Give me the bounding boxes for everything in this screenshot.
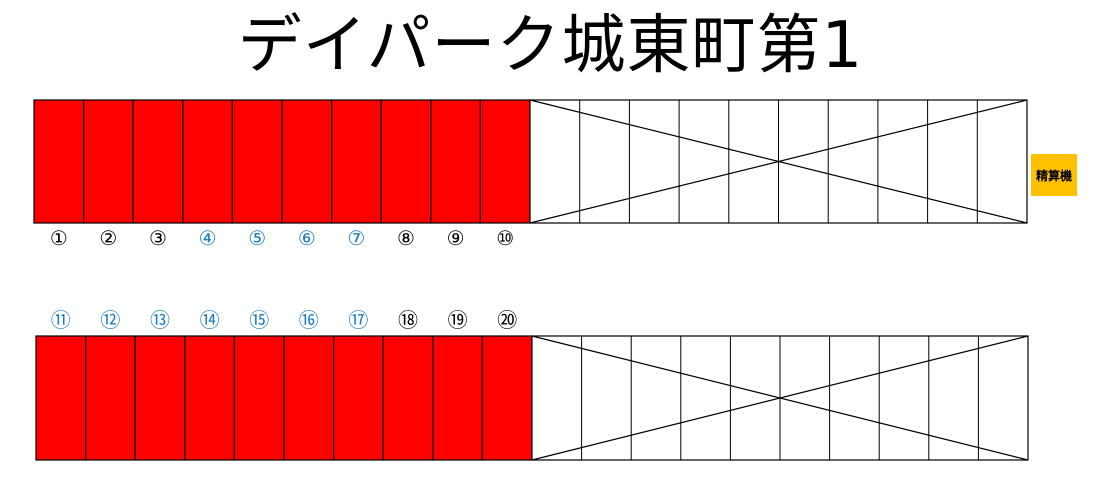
parking-slot-lower-6	[283, 335, 335, 461]
parking-slot-lower-2	[84, 335, 136, 461]
payment-machine: 精算機	[1031, 154, 1077, 196]
parking-slot-lower-3	[134, 335, 186, 461]
slot-number: ⑮	[249, 308, 270, 332]
slot-number: ⑲	[447, 308, 468, 332]
cross-out-line	[529, 99, 1028, 224]
parking-slot-upper-5	[231, 99, 283, 224]
parking-slot-lower-1	[35, 335, 87, 461]
parking-slot-lower-8	[382, 335, 434, 461]
parking-slot-lower-7	[333, 335, 384, 461]
slot-number: ⑥	[297, 226, 316, 250]
slot-number: ④	[198, 226, 217, 250]
slot-number: ③	[149, 226, 167, 250]
slot-number: ⑬	[150, 308, 170, 332]
parking-slot-upper-3	[132, 99, 184, 224]
slot-number: ②	[99, 226, 118, 250]
slot-number: ⑫	[100, 308, 121, 332]
payment-machine-label: 精算機	[1035, 168, 1072, 183]
slot-number: ⑪	[50, 308, 71, 332]
slot-number: ⑩	[496, 226, 515, 250]
page-title: デイパーク城東町第1	[237, 9, 864, 83]
slot-number: ⑰	[348, 308, 369, 332]
parking-slot-lower-10	[481, 335, 533, 461]
slot-number: ⑤	[248, 226, 267, 250]
parking-slot-lower-4	[184, 335, 236, 461]
slot-number: ⑧	[397, 226, 415, 250]
parking-slot-upper-1	[33, 99, 85, 224]
slot-number: ⑨	[446, 226, 465, 250]
parking-slot-lower-5	[233, 335, 285, 461]
parking-slot-upper-10	[479, 99, 531, 224]
parking-slot-upper-8	[380, 99, 432, 224]
slot-number: ⑯	[298, 308, 319, 332]
parking-slot-upper-4	[182, 99, 234, 224]
slot-number: ⑭	[199, 308, 220, 332]
parking-slot-upper-7	[331, 99, 382, 224]
slot-number: ①	[49, 226, 68, 250]
parking-slot-upper-2	[82, 99, 134, 224]
parking-slot-upper-9	[430, 99, 481, 224]
slot-number: ⑦	[347, 226, 366, 250]
slot-number: ⑱	[398, 308, 418, 332]
parking-slot-lower-9	[432, 335, 483, 461]
parking-slot-upper-6	[281, 99, 333, 224]
cross-out-line	[531, 335, 1029, 461]
slot-number: ⑳	[497, 308, 518, 332]
